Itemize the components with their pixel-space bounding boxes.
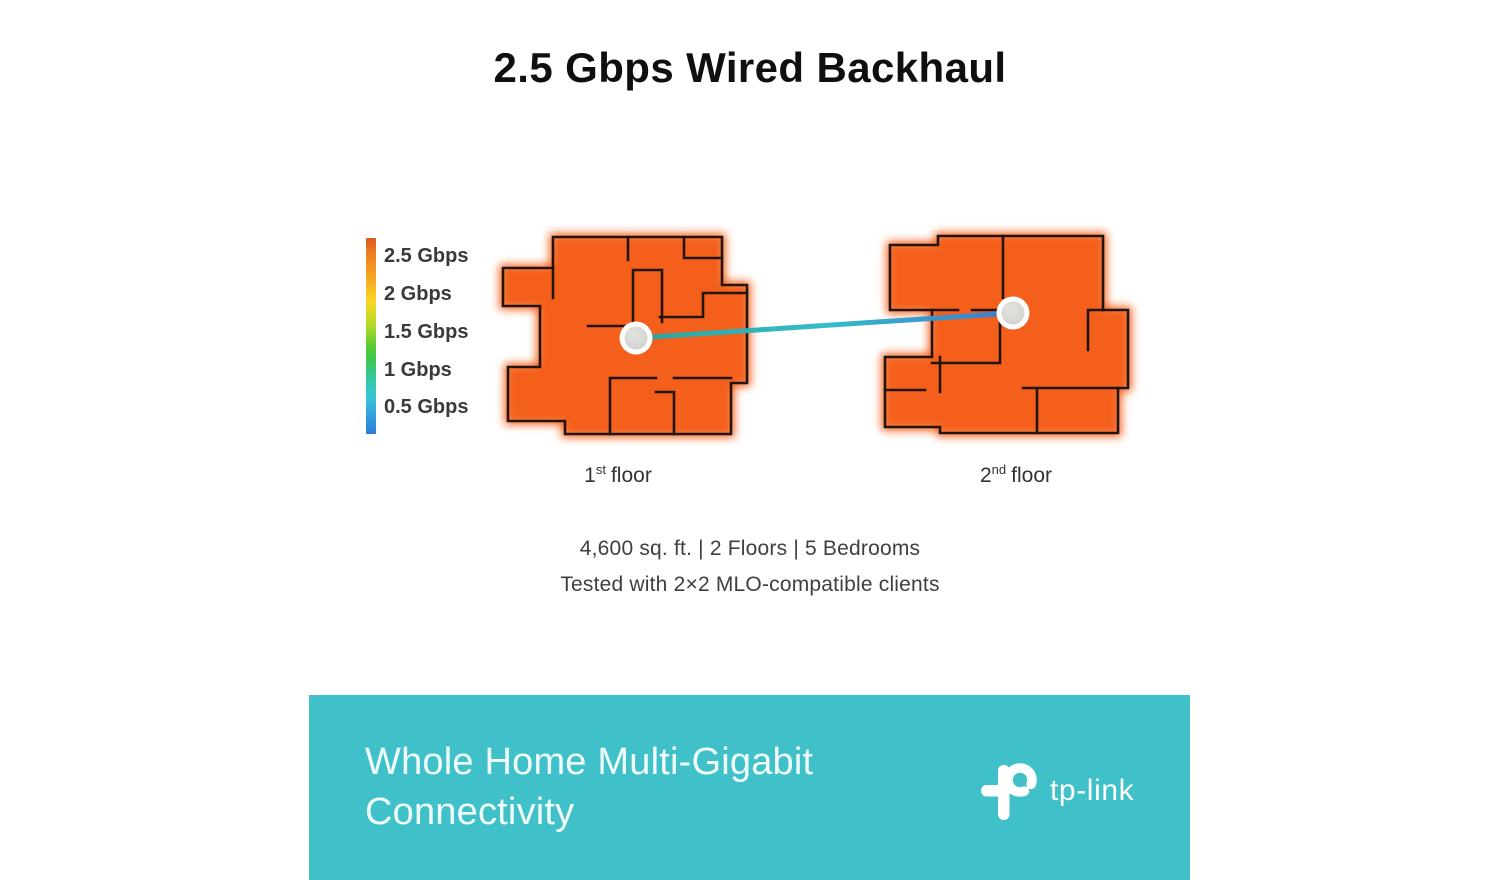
legend-label-1-gbps: 1 Gbps [384, 359, 452, 381]
banner-heading-line2: Connectivity [365, 791, 575, 833]
mesh-node-floor2 [996, 296, 1030, 330]
banner-heading: Whole Home Multi-Gigabit Connectivity [365, 737, 813, 837]
floor1-word: floor [610, 464, 652, 487]
floor2-number: 2 [979, 464, 992, 487]
floor2-wifi-coverage [881, 232, 1132, 437]
specs-line-tested: Tested with 2×2 MLO-compatible clients [560, 573, 940, 596]
bottom-banner: Whole Home Multi-Gigabit Connectivity tp… [309, 695, 1190, 880]
page-title: 2.5 Gbps Wired Backhaul [493, 44, 1007, 91]
legend-label-0-5-gbps: 0.5 Gbps [384, 396, 469, 418]
floor1-outer-walls [501, 235, 749, 436]
floor2-inner-walls [883, 234, 1120, 435]
mesh-node-floor1 [619, 321, 653, 355]
banner-heading-line1: Whole Home Multi-Gigabit [365, 741, 814, 783]
legend-label-2-gbps: 2 Gbps [384, 283, 452, 305]
floor1-inner-walls [551, 235, 749, 436]
tp-link-logo-icon [981, 763, 1037, 820]
floor2-outer-walls [883, 234, 1130, 435]
floor-plans-diagram [499, 232, 1132, 438]
floor2-word: floor [1011, 464, 1053, 487]
legend-label-1-5-gbps: 1.5 Gbps [384, 321, 469, 343]
speed-gradient-bar [366, 238, 376, 434]
speed-legend: 2.5 Gbps 2 Gbps 1.5 Gbps 1 Gbps 0.5 Gbps [366, 238, 496, 438]
legend-label-2-5-gbps: 2.5 Gbps [384, 245, 469, 267]
tp-link-logo: tp-link [981, 753, 1134, 825]
floor1-ordinal: st [595, 462, 606, 477]
floor1-number: 1 [584, 464, 596, 487]
specs-line-area: 4,600 sq. ft. | 2 Floors | 5 Bedrooms [579, 537, 921, 560]
tp-link-logo-text: tp-link [1050, 774, 1135, 807]
floor2-ordinal: nd [991, 462, 1007, 477]
wired-backhaul-link-line [633, 310, 1016, 341]
